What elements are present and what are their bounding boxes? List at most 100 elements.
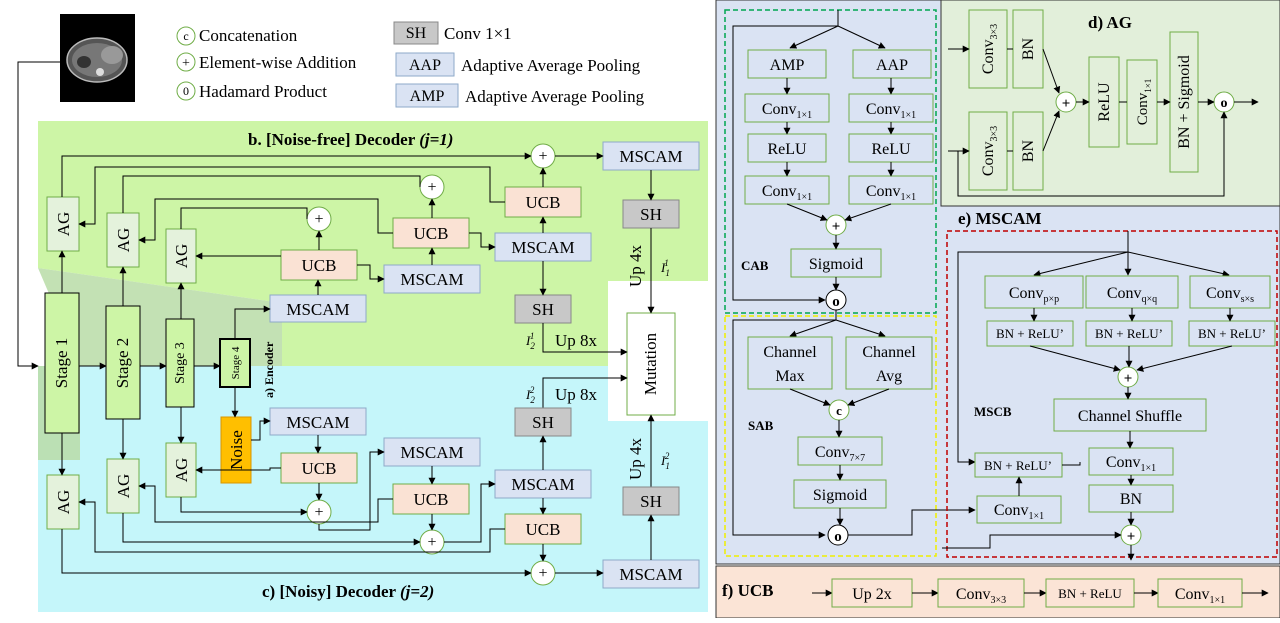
diagram-label: e) MSCAM <box>958 209 1042 228</box>
diagram-label: 3×3 <box>991 595 1007 606</box>
legend-amp-label: Adaptive Average Pooling <box>465 87 645 106</box>
connector-arrow <box>957 111 1228 197</box>
diagram-label: 2 <box>530 395 535 405</box>
stage1: Stage 1 <box>52 338 71 389</box>
diagram-label: 1×1 <box>901 192 917 203</box>
connector-arrow <box>789 25 839 49</box>
diagram-box <box>46 474 80 530</box>
diagram-label: Conv <box>1135 92 1151 125</box>
connector-arrow <box>138 482 393 523</box>
diagram-label: AG <box>172 458 191 483</box>
connector-arrow <box>844 203 892 222</box>
connector-arrow <box>1042 48 1061 94</box>
diagram-label: Sigmoid <box>813 487 867 504</box>
diagram-box <box>831 578 913 608</box>
connector-arrow <box>180 497 308 516</box>
diagram-label: Conv <box>1175 586 1210 603</box>
diagram-label: ReLU <box>1096 82 1113 122</box>
diagram-label: AG <box>54 490 73 515</box>
diagram-label: Channel <box>862 344 916 361</box>
diagram-box <box>165 318 195 408</box>
diagram-box <box>747 133 827 163</box>
diagram-label: + <box>1127 529 1136 545</box>
diagram-label: Conv <box>866 101 901 118</box>
diagram-label: 1×1 <box>1143 79 1153 93</box>
diagram-label: Conv <box>1206 285 1241 302</box>
diagram-label: MSCAM <box>619 147 682 166</box>
diagram-label: Conv <box>956 586 991 603</box>
diagram-label: ReLU <box>767 141 807 158</box>
diagram-box <box>1189 275 1271 309</box>
diagram-label: 1 <box>664 258 669 268</box>
connector-arrow <box>138 198 393 244</box>
diagram-box <box>602 559 700 589</box>
diagram-label: ReLU <box>871 141 911 158</box>
mscam-panel: e) MSCAM Convp×p Convq×q Convs×s BN + Re… <box>942 209 1278 561</box>
connector-arrow <box>789 388 831 406</box>
diagram-label: 2 <box>530 341 535 351</box>
connector-arrow <box>847 388 890 406</box>
diagram-label: Conv <box>980 141 997 176</box>
diagram-label: 1×1 <box>797 110 813 121</box>
legend: c Concatenation + Element-wise Addition … <box>176 21 645 108</box>
bottom-decoder: AG AG AG MSCAM UCB UCB UCB MSCAM MSCAM M… <box>46 407 700 589</box>
diagram-label: Conv1×1 <box>1175 586 1225 606</box>
diagram-box <box>724 9 937 314</box>
diagram-label: Channel <box>763 344 817 361</box>
diagram-label: AMP <box>770 57 805 74</box>
diagram-label: SH <box>640 205 662 224</box>
legend-aap-label: Adaptive Average Pooling <box>461 56 641 75</box>
diagram-label: 7×7 <box>850 453 866 464</box>
encoder-label: a) Encoder <box>262 341 276 398</box>
diagram-box <box>383 264 481 294</box>
diagram-label: p×p <box>1044 294 1060 305</box>
connector-arrow <box>122 175 421 213</box>
diagram-box <box>105 305 141 420</box>
diagram-label: CAB <box>741 258 769 273</box>
diagram-box <box>797 436 883 466</box>
diagram-label: Conv <box>762 183 797 200</box>
diagram-label: BN + ReLU’ <box>984 458 1052 473</box>
decoder1-title: b. [Noise-free] Decoder (j=1) <box>248 130 453 149</box>
legend-hadamard-symbol: 0 <box>183 84 189 98</box>
connector-arrow <box>195 466 281 474</box>
diagram-label: BN + ReLU’ <box>996 326 1064 341</box>
diagram-label: Conv1×1 <box>866 101 916 121</box>
diagram-label: 1 <box>665 268 669 278</box>
diagram-box <box>852 49 932 79</box>
stage2: Stage 2 <box>113 338 132 389</box>
diagram-box <box>514 294 572 324</box>
diagram-box <box>504 186 582 218</box>
connector-arrow <box>61 152 532 197</box>
diagram-box <box>622 199 680 229</box>
diagram-label: AG <box>54 212 73 237</box>
diagram-box <box>220 416 252 484</box>
diagram-box <box>622 486 680 516</box>
connector-arrow <box>542 323 628 356</box>
diagram-box <box>1012 9 1044 89</box>
diagram-box <box>602 141 700 171</box>
diagram-label: BN + ReLU’ <box>1198 326 1266 341</box>
connector-arrow <box>1136 345 1233 372</box>
connector-arrow <box>848 506 976 536</box>
diagram-box <box>1085 275 1179 309</box>
diagram-label: Conv1×1 <box>994 502 1044 522</box>
ucb-panel: f) UCB Up 2x Conv3×3 BN + ReLU Conv1×1 <box>715 565 1280 619</box>
diagram-box <box>494 232 592 262</box>
diagram-label: Up 2x <box>852 586 892 603</box>
diagram-label: I <box>660 260 666 275</box>
diagram-box <box>937 578 1025 608</box>
diagram-label: UCB <box>302 256 337 275</box>
diagram-label: Conv3×3 <box>980 24 1000 74</box>
connector-arrow <box>732 319 836 539</box>
legend-add-symbol: + <box>182 56 190 71</box>
diagram-label: AG <box>114 474 133 499</box>
legend-sh-box: SH <box>406 25 427 42</box>
connector-arrow <box>1062 462 1081 466</box>
diagram-box <box>1045 578 1135 608</box>
diagram-box <box>974 452 1063 478</box>
legend-aap-box: AAP <box>409 57 441 74</box>
diagram-label: UCB <box>526 520 561 539</box>
diagram-box <box>946 230 1278 558</box>
diagram-label: BN <box>1020 37 1037 60</box>
